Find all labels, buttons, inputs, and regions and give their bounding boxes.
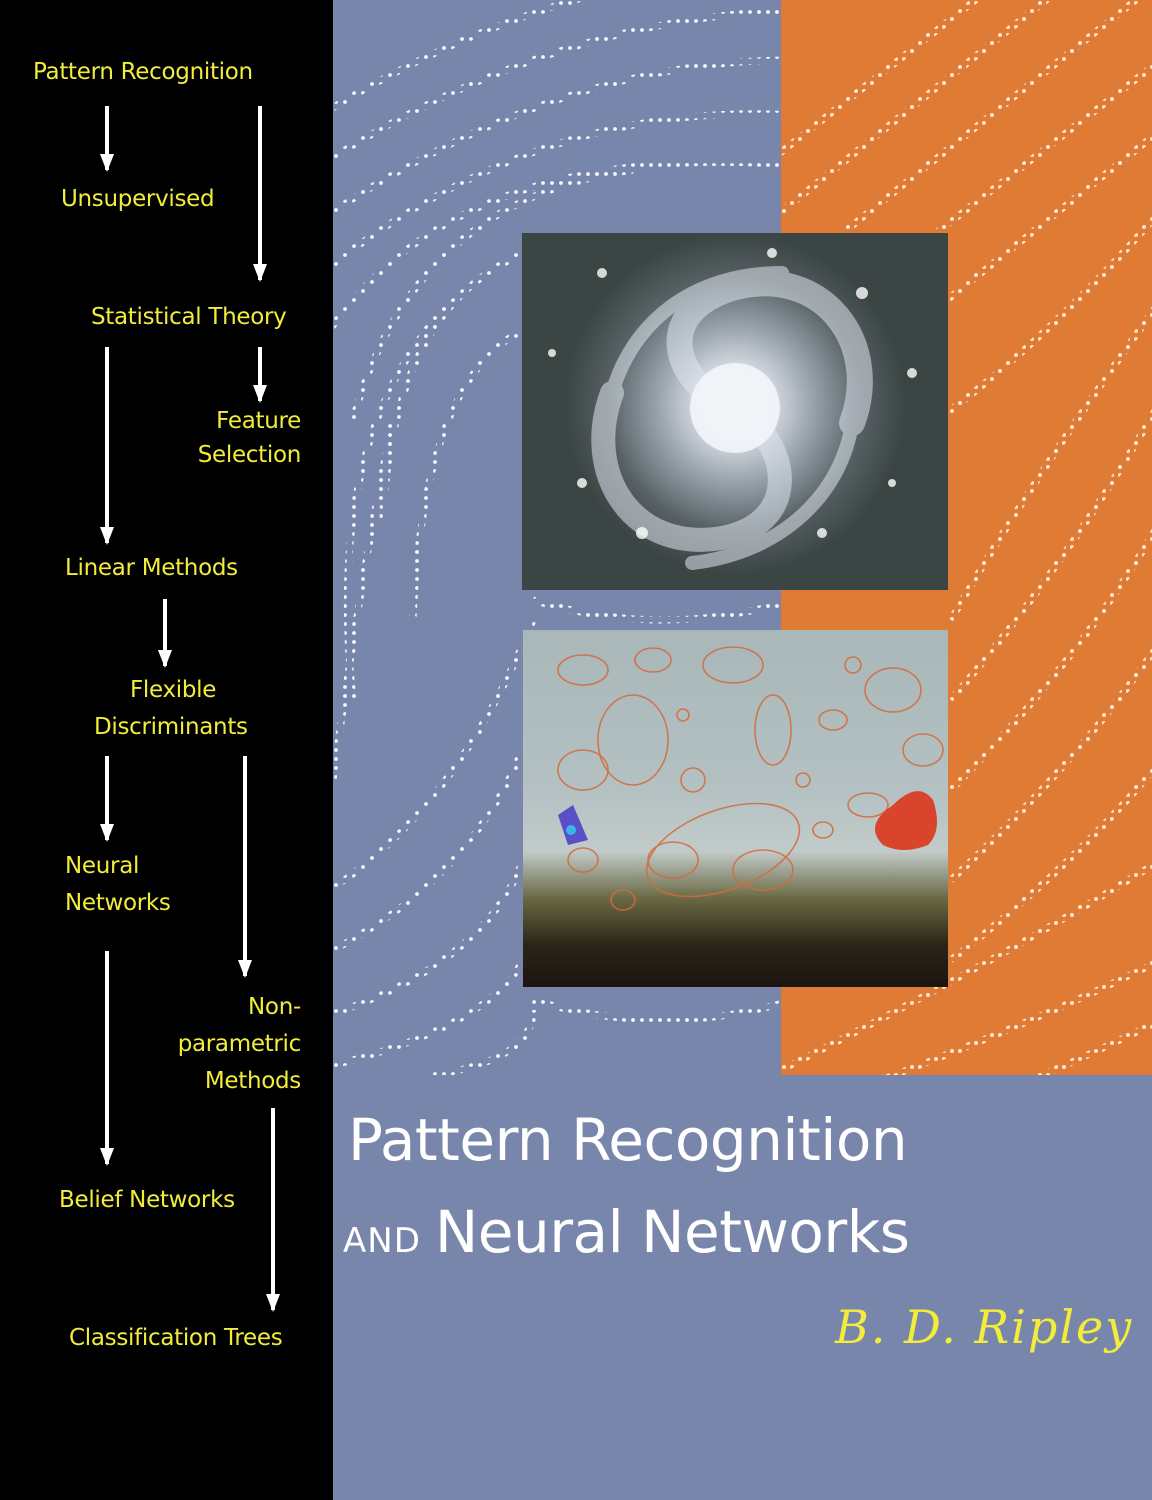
book-title-line1: Pattern Recognition	[348, 1106, 908, 1174]
segmented-image-photo	[523, 630, 948, 987]
node-flexible-discriminants-line1: Flexible	[130, 677, 217, 703]
arrow-down-icon	[266, 1108, 280, 1312]
node-statistical-theory: Statistical Theory	[91, 304, 287, 330]
node-neural-networks-line2: Networks	[65, 890, 171, 916]
dot-stripes-pattern	[333, 0, 781, 1075]
segmentation-image	[557, 646, 944, 911]
node-nonparametric-line1: Non-	[248, 994, 301, 1020]
arrow-down-icon	[253, 106, 267, 282]
node-pattern-recognition: Pattern Recognition	[33, 59, 253, 85]
node-belief-networks: Belief Networks	[59, 1187, 235, 1213]
node-neural-networks-line1: Neural	[65, 853, 140, 879]
arrow-down-icon	[238, 756, 252, 978]
node-feature-selection-line2: Selection	[197, 442, 302, 468]
author-signature: B. D. Ripley	[835, 1300, 1134, 1354]
node-nonparametric-line2: parametric	[177, 1031, 302, 1057]
topic-flowchart-panel: Pattern Recognition Unsupervised Statist…	[0, 0, 333, 1500]
node-unsupervised: Unsupervised	[61, 186, 215, 212]
node-flexible-discriminants-line2: Discriminants	[94, 714, 248, 740]
book-title-line2: AND Neural Networks	[343, 1197, 910, 1282]
node-feature-selection-line1: Feature	[216, 408, 301, 434]
node-classification-trees: Classification Trees	[69, 1325, 283, 1351]
arrow-down-icon	[253, 347, 267, 403]
node-nonparametric-line3: Methods	[204, 1068, 301, 1094]
arrow-down-icon	[100, 347, 114, 545]
arrow-down-icon	[100, 106, 114, 172]
node-linear-methods: Linear Methods	[65, 555, 238, 581]
book-title-and: AND	[343, 1221, 421, 1261]
book-title-neural-networks: Neural Networks	[434, 1198, 910, 1266]
spiral-galaxy-image	[548, 248, 917, 570]
galaxy-photo	[522, 233, 948, 590]
red-region-blob	[875, 791, 937, 850]
arrow-down-icon	[100, 951, 114, 1166]
arrow-down-icon	[100, 756, 114, 842]
blue-region-blob	[558, 805, 588, 845]
arrow-down-icon	[158, 599, 172, 668]
